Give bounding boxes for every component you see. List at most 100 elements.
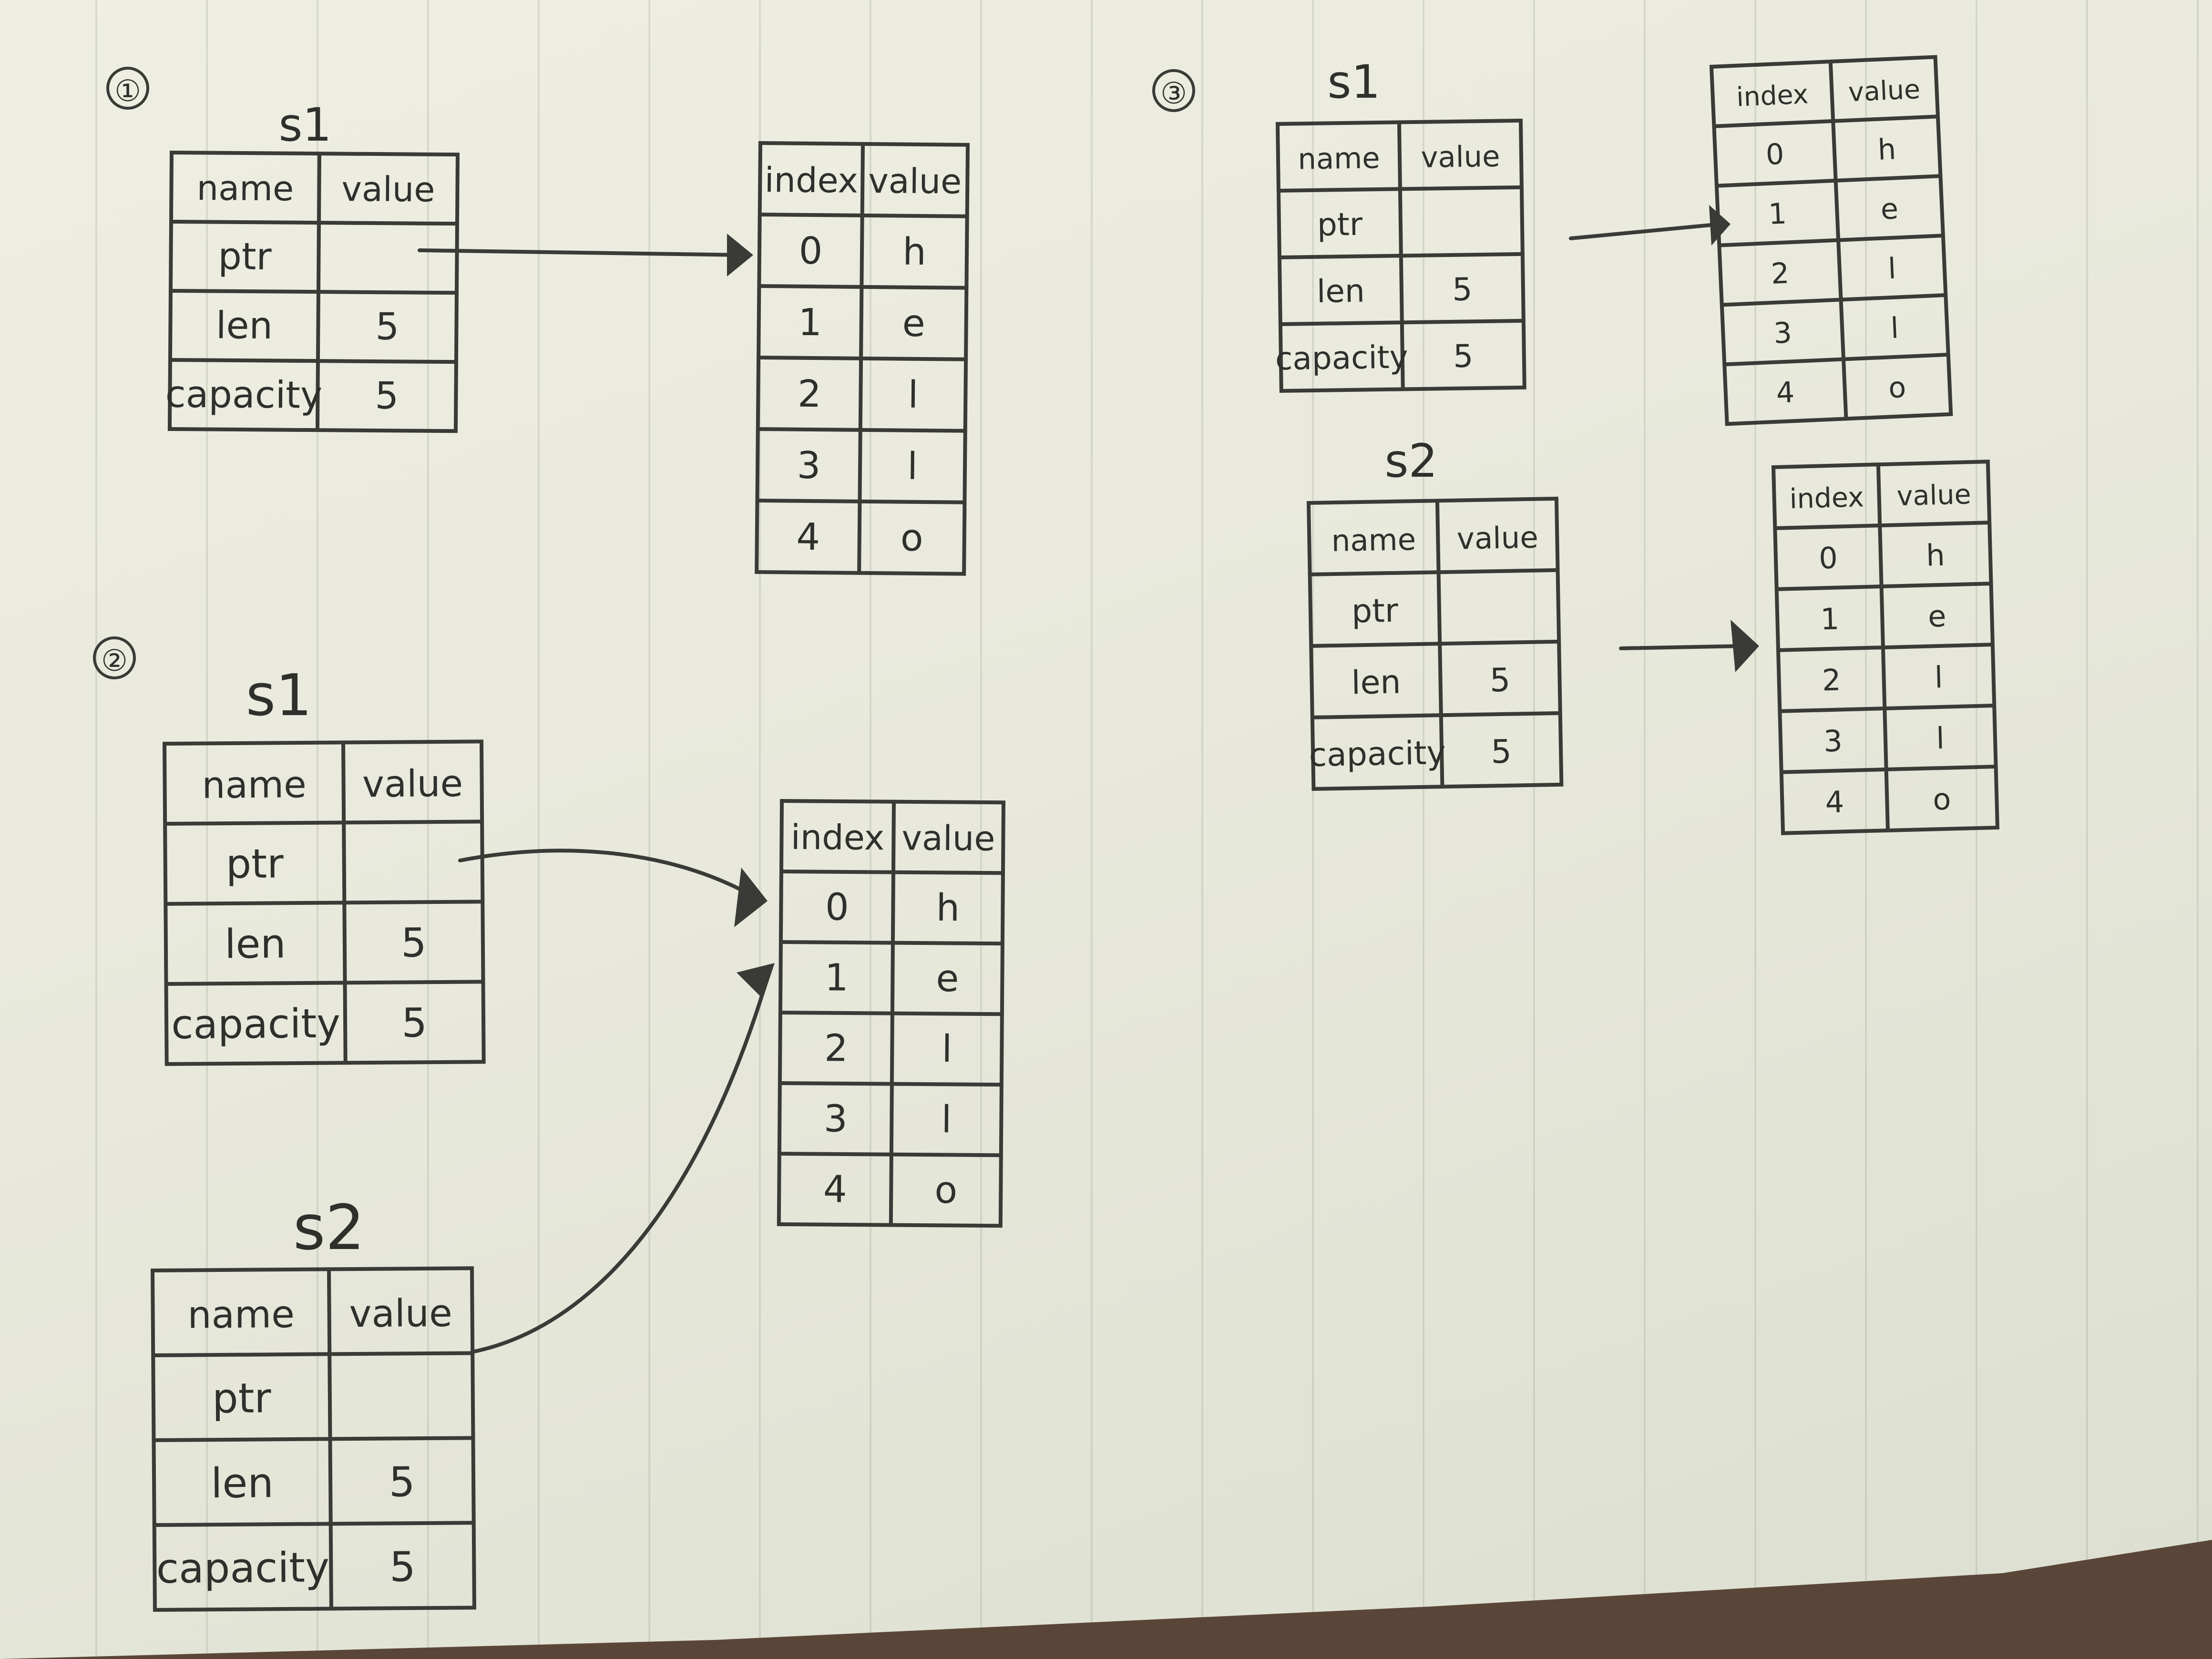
table-cell: 3: [1773, 316, 1792, 350]
table-cell: l: [908, 374, 918, 417]
row-divider: [1776, 643, 1995, 652]
row-divider: [757, 284, 969, 290]
table-cell: ptr: [1351, 592, 1398, 631]
table-cell: ptr: [212, 1374, 272, 1423]
table-cell: ptr: [226, 840, 284, 888]
table-header-cell: index: [1789, 481, 1864, 515]
table-cell: e: [902, 302, 925, 345]
row-divider: [1774, 582, 1993, 591]
row-divider: [1310, 711, 1562, 719]
table-cell: ptr: [218, 235, 272, 278]
table-cell: 1: [825, 956, 849, 999]
section-2-marker: ②: [93, 636, 136, 679]
table-cell: capacity: [156, 1544, 329, 1593]
table-cell: l: [941, 1098, 952, 1141]
table-cell: len: [211, 1459, 274, 1507]
table-cell: h: [902, 231, 926, 274]
ruled-line: [317, 0, 318, 1659]
section-3-s2-ptr-arrow: [1619, 620, 1759, 672]
table-cell: 4: [1825, 784, 1844, 819]
row-divider: [755, 498, 967, 504]
table-cell: 5: [375, 375, 399, 418]
section-1-s1-label: s1: [278, 98, 331, 152]
table-cell: 1: [798, 301, 822, 344]
table-cell: capacity: [1309, 734, 1446, 774]
table-cell: 1: [1820, 602, 1840, 637]
row-divider: [779, 869, 1005, 875]
table-cell: l: [1934, 660, 1943, 695]
ruled-line: [95, 0, 97, 1659]
row-divider: [1722, 352, 1950, 367]
table-header-cell: value: [341, 169, 435, 209]
section-1-ptr-arrow: [418, 234, 753, 276]
table-cell: e: [1880, 192, 1899, 226]
row-divider: [169, 219, 459, 226]
table-cell: len: [225, 920, 286, 967]
ruled-line: [2086, 0, 2088, 1659]
ruled-line: [1533, 0, 1535, 1659]
ruled-line: [648, 0, 650, 1659]
table-header-cell: index: [791, 817, 885, 858]
table-cell: 1: [1768, 197, 1787, 231]
section-2-s1-label: s1: [246, 663, 312, 729]
table-cell: 2: [798, 373, 821, 416]
section-2-s1-ptr-arrow: [458, 849, 768, 927]
table-cell: 5: [1489, 662, 1511, 700]
row-divider: [1714, 174, 1943, 188]
row-divider: [164, 900, 485, 906]
row-divider: [758, 212, 969, 218]
ruled-line: [1201, 0, 1203, 1659]
row-divider: [1278, 318, 1526, 326]
table-cell: capacity: [171, 1000, 340, 1048]
arrowhead-icon: [737, 963, 775, 999]
table-header-cell: value: [901, 818, 995, 858]
table-cell: ptr: [1317, 206, 1363, 243]
row-divider: [778, 1010, 1004, 1016]
table-cell: h: [936, 887, 960, 930]
table-header-cell: name: [202, 763, 307, 807]
table-cell: 5: [389, 1543, 416, 1591]
ruled-line: [1091, 0, 1093, 1659]
row-divider: [163, 819, 484, 826]
table-cell: 5: [1453, 338, 1474, 375]
table-cell: len: [216, 304, 273, 348]
row-divider: [1308, 568, 1560, 576]
row-divider: [168, 288, 459, 295]
table-header-cell: value: [868, 161, 962, 202]
section-3-number: ③: [1160, 76, 1187, 111]
section-1-marker: ①: [106, 67, 149, 110]
table-header-cell: index: [764, 160, 858, 201]
row-divider: [168, 358, 458, 364]
row-divider: [778, 1081, 1004, 1087]
section-2-s2-label: s2: [293, 1191, 365, 1264]
section-2-number: ②: [101, 643, 128, 678]
table-cell: 2: [1822, 663, 1841, 698]
row-divider: [151, 1351, 475, 1357]
table-header-cell: name: [1298, 142, 1380, 176]
table-header-cell: name: [187, 1292, 295, 1337]
row-divider: [152, 1521, 476, 1527]
ruled-line: [427, 0, 429, 1659]
ruled-line: [2197, 0, 2199, 1659]
table-header-cell: index: [1736, 79, 1809, 113]
row-divider: [1773, 521, 1992, 530]
table-header-cell: value: [362, 762, 463, 806]
ruled-line: [980, 0, 982, 1659]
table-cell: len: [1351, 664, 1401, 702]
ruled-line: [1312, 0, 1314, 1659]
ruled-line: [538, 0, 540, 1659]
row-divider: [1779, 765, 1998, 774]
table-cell: l: [1887, 252, 1897, 286]
table-header-cell: name: [1331, 522, 1416, 558]
row-divider: [1720, 293, 1948, 307]
arrowhead-icon: [734, 868, 768, 927]
table-cell: h: [1925, 538, 1945, 573]
table-cell: 3: [824, 1097, 848, 1140]
